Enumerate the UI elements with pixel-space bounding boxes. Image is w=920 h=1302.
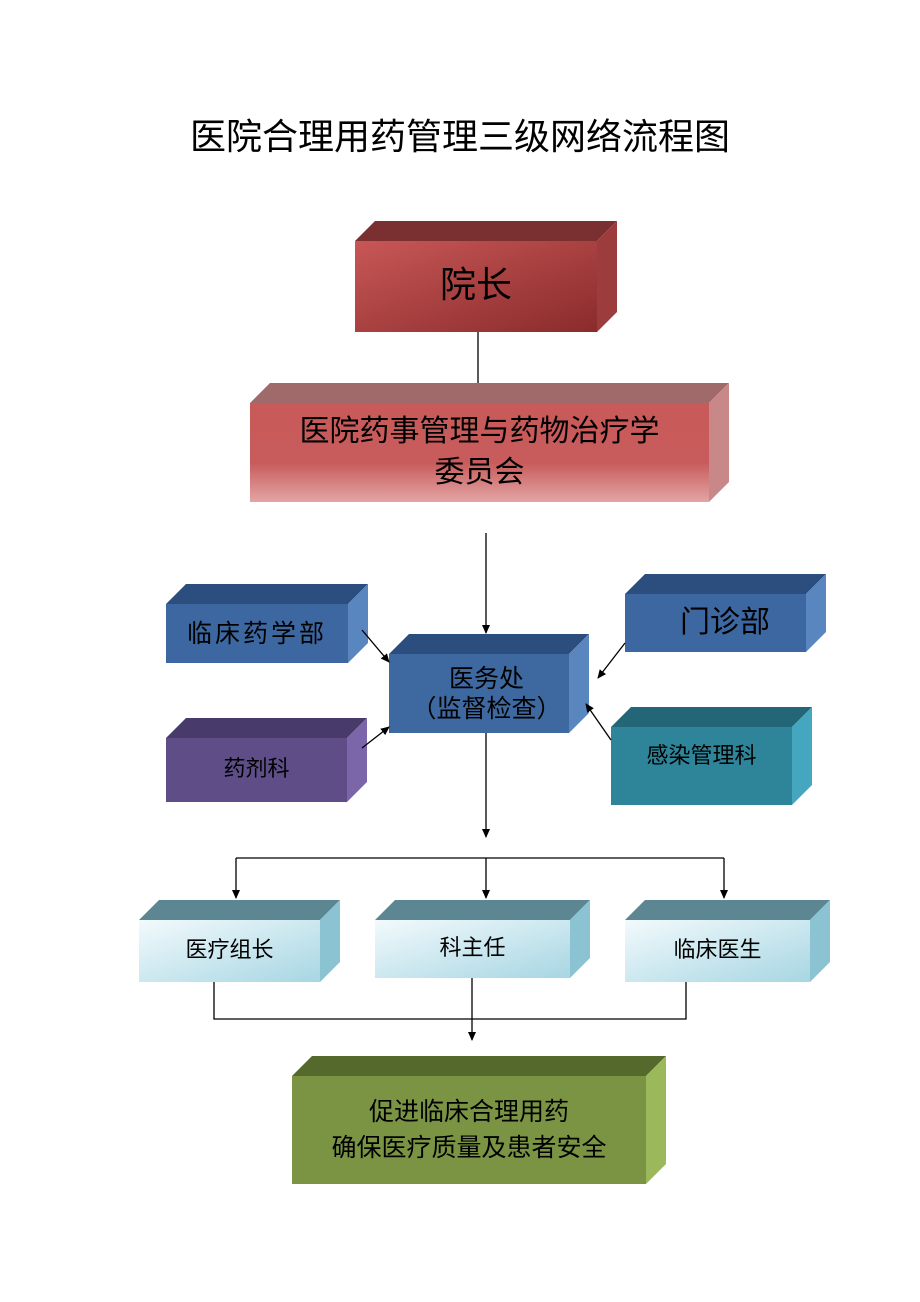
medical-affairs-box — [389, 634, 589, 733]
team-leader-box — [139, 900, 340, 982]
committee-text-line2: 委员会 — [434, 454, 525, 490]
president-text: 院长 — [439, 265, 512, 307]
clinician-label: 临床医生 — [625, 920, 810, 982]
pharmacy-dept-to-medical-affairs-arrow — [361, 726, 390, 749]
team-leader-text: 医疗组长 — [185, 938, 274, 964]
pharmacy-dept-label: 药剂科 — [166, 738, 347, 802]
outpatient-box — [625, 574, 826, 652]
infection-control-text: 感染管理科 — [646, 744, 757, 770]
merge-bar — [213, 982, 687, 1020]
committee-text-line1: 医院药事管理与药物治疗学 — [299, 414, 660, 449]
president-label: 院长 — [355, 241, 597, 332]
dept-director-label: 科主任 — [375, 920, 570, 978]
infection-control-to-medical-affairs-arrow — [585, 703, 612, 741]
medical-affairs-label: 医务处 （监督检查） — [389, 654, 584, 733]
clinician-box — [625, 900, 830, 982]
clinician-text: 临床医生 — [673, 938, 762, 964]
goal-text-line1: 促进临床合理用药 — [368, 1096, 569, 1126]
dept-director-text: 科主任 — [439, 936, 506, 962]
outpatient-label: 门诊部 — [625, 594, 825, 652]
clinical-pharmacy-box — [166, 584, 368, 663]
infection-control-label: 感染管理科 — [611, 727, 792, 787]
committee-box — [250, 383, 729, 502]
medical-affairs-text-line2: （监督检查） — [411, 693, 562, 723]
clinical-pharmacy-label: 临床药学部 — [166, 604, 348, 663]
clinical-pharmacy-to-medical-affairs-arrow — [361, 629, 390, 663]
page-title: 医院合理用药管理三级网络流程图 — [189, 117, 730, 158]
clinical-pharmacy-text: 临床药学部 — [186, 618, 327, 648]
goal-text-line2: 确保医疗质量及患者安全 — [331, 1133, 607, 1162]
medical-affairs-text-line1: 医务处 — [448, 663, 524, 693]
connectors — [213, 332, 728, 1041]
goal-label: 促进临床合理用药 确保医疗质量及患者安全 — [292, 1076, 646, 1184]
outpatient-to-medical-affairs-arrow — [597, 642, 626, 679]
president-box — [355, 221, 617, 332]
outpatient-text: 门诊部 — [680, 604, 770, 640]
pharmacy-dept-text: 药剂科 — [223, 757, 290, 783]
committee-label: 医院药事管理与药物治疗学 委员会 — [250, 403, 709, 502]
pharmacy-dept-box — [166, 718, 367, 802]
team-leader-label: 医疗组长 — [139, 920, 320, 982]
goal-box — [292, 1056, 666, 1184]
dept-director-box — [375, 900, 590, 978]
infection-control-box — [611, 707, 812, 805]
